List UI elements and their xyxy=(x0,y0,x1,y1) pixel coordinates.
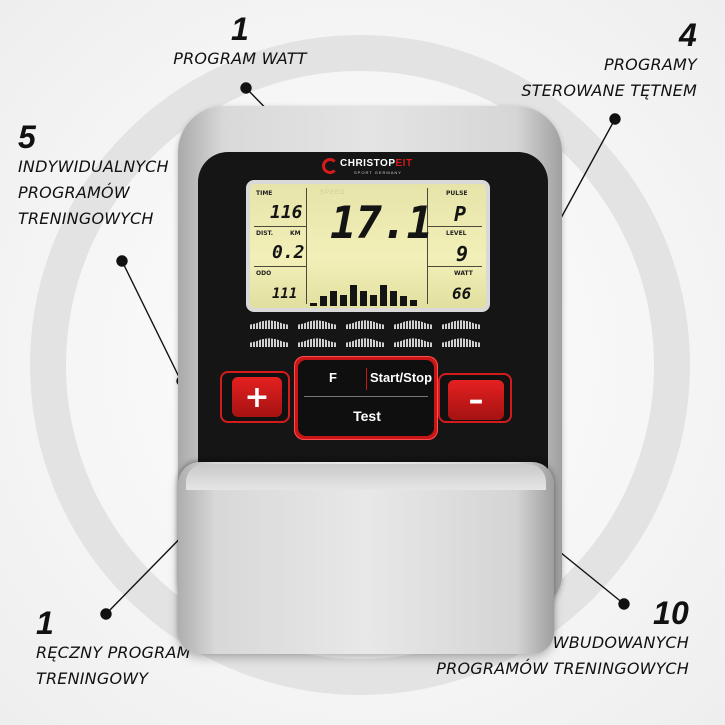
callout-text: PROGRAMY xyxy=(604,55,697,74)
lcd-divider xyxy=(427,266,482,267)
distance-value: 0.2 xyxy=(272,242,305,263)
distance-label: DIST. xyxy=(256,230,273,237)
callout-text: TRENINGOWYCH xyxy=(18,209,154,228)
program-profile-icon xyxy=(250,338,288,347)
profile-bar xyxy=(320,296,327,306)
leader-individual-programs xyxy=(121,260,182,382)
distance-unit: KM xyxy=(290,230,301,237)
program-profile-icon xyxy=(346,338,384,347)
callout-text: PROGRAMÓW xyxy=(18,183,130,202)
profile-bar xyxy=(400,296,407,306)
callout-text: TRENINGOWY xyxy=(36,669,149,688)
callout-text: STEROWANE TĘTNEM xyxy=(521,81,697,100)
logo-icon xyxy=(322,158,338,174)
time-label: TIME xyxy=(256,190,273,197)
callout-text: PROGRAMÓW TRENINGOWYCH xyxy=(436,659,689,678)
profile-bar xyxy=(390,291,397,306)
callout-program-watt: 1 PROGRAM WATT xyxy=(150,12,330,72)
profile-bar xyxy=(330,291,337,306)
profile-bar xyxy=(310,303,317,306)
lcd-divider xyxy=(254,226,306,227)
callout-text: INDYWIDUALNYCH xyxy=(18,157,169,176)
keypad-divider xyxy=(366,368,367,390)
callout-text: RĘCZNY PROGRAM xyxy=(36,643,191,662)
profile-bar xyxy=(380,285,387,306)
profile-bar xyxy=(370,295,377,306)
program-profile-icon xyxy=(298,320,336,329)
minus-button[interactable]: – xyxy=(448,380,504,420)
lcd-divider xyxy=(306,188,307,304)
callout-text: PROGRAM WATT xyxy=(173,49,307,68)
leader-dot-individual-programs xyxy=(116,255,128,267)
callout-number: 5 xyxy=(18,119,36,155)
program-profile-icon xyxy=(250,320,288,329)
profile-bar xyxy=(410,300,417,306)
odo-label: ODO xyxy=(256,270,272,277)
speed-value: 17.1 xyxy=(330,198,433,249)
watt-label: WATT xyxy=(454,270,473,277)
callout-text: WBUDOWANYCH xyxy=(552,633,689,652)
odo-value: 111 xyxy=(272,286,298,302)
leader-dot-program-watt xyxy=(240,82,252,94)
callout-number: 4 xyxy=(679,17,697,53)
lcd-divider xyxy=(427,188,428,304)
console-lower-cover xyxy=(178,462,554,654)
program-profile-icon xyxy=(346,320,384,329)
program-profile-icon xyxy=(394,320,432,329)
program-profiles xyxy=(246,316,496,352)
profile-bar xyxy=(340,295,347,306)
brand-name: CHRISTOPEIT xyxy=(340,158,413,169)
leader-dot-manual-program xyxy=(100,608,112,620)
program-profile-icon xyxy=(442,320,480,329)
callout-pulse-programs: 4 PROGRAMY STEROWANE TĘTNEM xyxy=(497,18,697,104)
time-value: 116 xyxy=(270,202,303,223)
callout-number: 1 xyxy=(231,11,249,47)
lcd-divider xyxy=(427,226,482,227)
leader-dot-pulse-programs xyxy=(609,113,621,125)
f-button[interactable]: F xyxy=(329,370,337,385)
brand-tagline: SPORT GERMANY xyxy=(354,170,402,175)
program-profile-icon xyxy=(298,338,336,347)
callout-individual-programs: 5 INDYWIDUALNYCH PROGRAMÓW TRENINGOWYCH xyxy=(18,120,218,232)
leader-dot-built-in-programs xyxy=(618,598,630,610)
lcd-display: SPEED TIME 116 DIST. KM 0.2 ODO 111 17.1… xyxy=(250,184,486,308)
start-stop-button[interactable]: Start/Stop xyxy=(369,370,433,385)
pulse-label: PULSE xyxy=(446,190,468,197)
lcd-divider xyxy=(254,266,306,267)
pulse-value: P xyxy=(454,202,467,226)
test-button[interactable]: Test xyxy=(353,408,381,424)
brand-logo: CHRISTOPEIT SPORT GERMANY xyxy=(322,156,432,176)
callout-number: 10 xyxy=(653,595,689,631)
plus-button[interactable]: + xyxy=(232,377,282,417)
program-profile-icon xyxy=(394,338,432,347)
profile-bar xyxy=(350,285,357,306)
callout-built-in-programs: 10 WBUDOWANYCH PROGRAMÓW TRENINGOWYCH xyxy=(409,596,689,682)
callout-manual-program: 1 RĘCZNY PROGRAM TRENINGOWY xyxy=(36,606,236,692)
cover-top-edge xyxy=(186,464,546,490)
level-value: 9 xyxy=(456,242,469,266)
speed-label: SPEED xyxy=(320,190,346,196)
callout-number: 1 xyxy=(36,605,54,641)
keypad-divider xyxy=(304,396,428,397)
watt-value: 66 xyxy=(452,284,472,303)
program-profile-icon xyxy=(442,338,480,347)
profile-bar xyxy=(360,291,367,306)
level-label: LEVEL xyxy=(446,230,467,237)
